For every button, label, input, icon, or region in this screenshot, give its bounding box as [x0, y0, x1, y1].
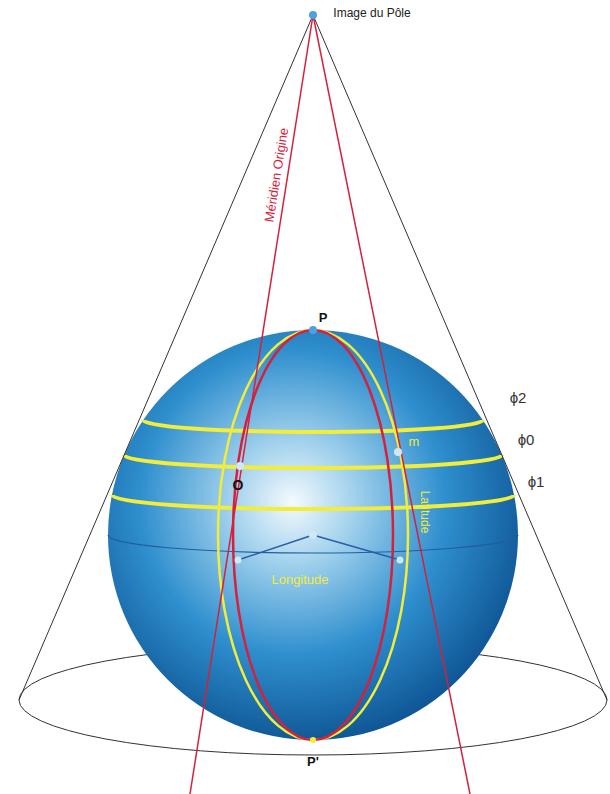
pole-image-label: Image du Pôle — [333, 7, 410, 20]
point-label: P' — [307, 755, 319, 769]
meridian-label: Méridien Origine — [262, 127, 291, 223]
point-m — [394, 448, 402, 456]
globe — [108, 330, 518, 740]
origin-meridian — [233, 330, 393, 740]
parallel-phi2 — [143, 420, 483, 432]
longitude-label: Longitude — [271, 573, 328, 587]
parallel-label: ϕ2 — [510, 390, 527, 407]
longitude-ray — [313, 535, 400, 560]
south-pole-point — [310, 737, 316, 743]
longitude-ray — [238, 535, 313, 560]
parallel-phi1 — [112, 495, 514, 509]
point-label: P — [319, 311, 328, 325]
cone-side — [313, 15, 607, 700]
parallel-phi0 — [124, 455, 502, 468]
point-label: m — [409, 435, 420, 449]
point-label: O — [233, 478, 244, 493]
projected-meridian — [190, 15, 313, 794]
parallel-label: ϕ0 — [518, 432, 535, 449]
cone-side — [19, 15, 313, 700]
equator-point — [235, 557, 242, 564]
meridian-m — [218, 330, 408, 740]
parallel-label: ϕ1 — [528, 474, 545, 491]
latitude-label: Latitude — [417, 491, 430, 534]
pole-image-point — [309, 11, 317, 19]
centre-point — [309, 531, 317, 539]
equator-point — [397, 557, 404, 564]
projected-meridian — [313, 15, 470, 794]
pole-point — [309, 326, 317, 334]
origin-point — [236, 462, 244, 470]
